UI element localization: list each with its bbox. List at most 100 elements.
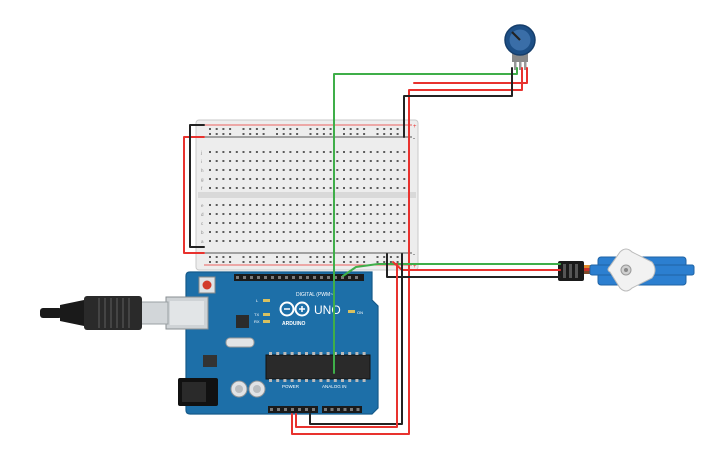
terminal-hole bbox=[215, 169, 218, 171]
terminal-hole bbox=[229, 204, 232, 206]
terminal-hole bbox=[383, 151, 386, 153]
terminal-hole bbox=[242, 240, 245, 242]
terminal-hole bbox=[229, 231, 232, 233]
terminal-hole bbox=[209, 240, 211, 242]
rail-hole bbox=[262, 128, 265, 130]
rail-hole bbox=[322, 133, 325, 135]
terminal-hole bbox=[329, 151, 332, 153]
arduino-uno-board[interactable]: DIGITAL (PWM~) ARDUINO UNO L TX RX ON bbox=[165, 271, 379, 415]
terminal-hole bbox=[209, 151, 211, 153]
terminal-hole bbox=[215, 151, 218, 153]
chip-pin bbox=[276, 379, 280, 382]
terminal-hole bbox=[349, 151, 352, 153]
rail-minus-bottom: - bbox=[413, 252, 415, 258]
terminal-hole bbox=[356, 160, 359, 162]
terminal-hole bbox=[349, 231, 352, 233]
terminal-hole bbox=[302, 231, 305, 233]
terminal-hole bbox=[269, 187, 272, 189]
terminal-hole bbox=[316, 169, 319, 171]
wire-pot-gnd-black[interactable] bbox=[403, 67, 513, 138]
terminal-hole bbox=[329, 222, 332, 224]
wire-arduino-gnd-black[interactable] bbox=[309, 253, 403, 425]
terminal-hole bbox=[329, 231, 332, 233]
rail-hole bbox=[296, 261, 299, 263]
analog-pin bbox=[330, 408, 334, 411]
usb-plug-icon[interactable] bbox=[40, 296, 169, 330]
rail-hole bbox=[209, 256, 211, 258]
rail-hole bbox=[316, 261, 319, 263]
atmega-pins bbox=[269, 352, 366, 382]
led-rx bbox=[263, 320, 270, 323]
terminal-hole bbox=[329, 160, 332, 162]
power-pin bbox=[277, 408, 280, 411]
terminal-hole bbox=[316, 213, 319, 215]
wire-servo-gnd-black[interactable] bbox=[386, 253, 561, 278]
analog-pin bbox=[350, 408, 353, 411]
wire-left-rail-black[interactable] bbox=[189, 124, 205, 248]
terminal-hole bbox=[229, 222, 232, 224]
terminal-hole bbox=[276, 151, 278, 153]
rail-hole bbox=[249, 128, 252, 130]
terminal-hole bbox=[255, 187, 258, 189]
power-pin bbox=[305, 408, 308, 411]
terminal-hole bbox=[369, 222, 372, 224]
servo-motor-icon[interactable] bbox=[558, 248, 695, 292]
rail-hole bbox=[222, 128, 225, 130]
pot-leg-1 bbox=[514, 62, 517, 70]
wire-pot-5v-red[interactable] bbox=[413, 67, 528, 84]
digital-pin bbox=[355, 276, 358, 279]
terminal-hole bbox=[343, 213, 345, 215]
rail-hole bbox=[276, 261, 278, 263]
terminal-hole bbox=[242, 169, 245, 171]
terminal-hole bbox=[343, 231, 345, 233]
terminal-hole bbox=[309, 240, 312, 242]
usb-plug-grip bbox=[98, 298, 130, 328]
analog-header bbox=[322, 406, 362, 413]
terminal-hole bbox=[276, 169, 278, 171]
usb-chip bbox=[236, 315, 249, 328]
terminal-hole bbox=[222, 213, 225, 215]
breadboard[interactable]: j i h g f e d c b a + - - + bbox=[195, 119, 419, 271]
terminal-hole bbox=[316, 204, 319, 206]
potentiometer-icon[interactable] bbox=[504, 24, 536, 70]
terminal-hole bbox=[329, 213, 332, 215]
wire-servo-signal-green[interactable] bbox=[342, 263, 561, 277]
terminal-hole bbox=[389, 213, 392, 215]
row-letter-f: f bbox=[201, 186, 203, 191]
terminal-hole bbox=[302, 160, 305, 162]
chip-pin bbox=[305, 352, 308, 355]
terminal-hole bbox=[302, 187, 305, 189]
led-tx bbox=[263, 313, 270, 316]
terminal-hole bbox=[349, 213, 352, 215]
terminal-hole bbox=[369, 240, 372, 242]
rail-hole bbox=[242, 256, 245, 258]
terminal-hole bbox=[289, 222, 292, 224]
terminal-hole bbox=[343, 187, 345, 189]
terminal-hole bbox=[282, 151, 285, 153]
terminal-hole bbox=[262, 169, 265, 171]
wire-pot-power-red[interactable] bbox=[291, 67, 523, 435]
wire-arduino-5v-red[interactable] bbox=[295, 263, 398, 428]
terminal-hole bbox=[369, 231, 372, 233]
terminal-hole bbox=[383, 213, 386, 215]
terminal-hole bbox=[215, 222, 218, 224]
terminal-hole bbox=[369, 151, 372, 153]
atmega-microcontroller bbox=[265, 354, 371, 380]
terminal-hole bbox=[255, 160, 258, 162]
terminal-hole bbox=[403, 178, 406, 180]
led-l bbox=[263, 299, 270, 302]
rail-hole bbox=[356, 133, 359, 135]
terminal-hole bbox=[289, 187, 292, 189]
rail-hole bbox=[282, 256, 285, 258]
digital-pin bbox=[313, 276, 316, 279]
terminal-hole bbox=[222, 151, 225, 153]
terminal-hole bbox=[336, 213, 339, 215]
terminal-hole bbox=[215, 178, 218, 180]
wire-left-rail-red[interactable] bbox=[183, 136, 205, 254]
terminal-hole bbox=[289, 160, 292, 162]
terminal-hole bbox=[215, 240, 218, 242]
rail-hole bbox=[289, 133, 292, 135]
rail-hole bbox=[222, 133, 225, 135]
terminal-hole bbox=[255, 169, 258, 171]
wire-pot-signal-green[interactable] bbox=[333, 67, 518, 374]
